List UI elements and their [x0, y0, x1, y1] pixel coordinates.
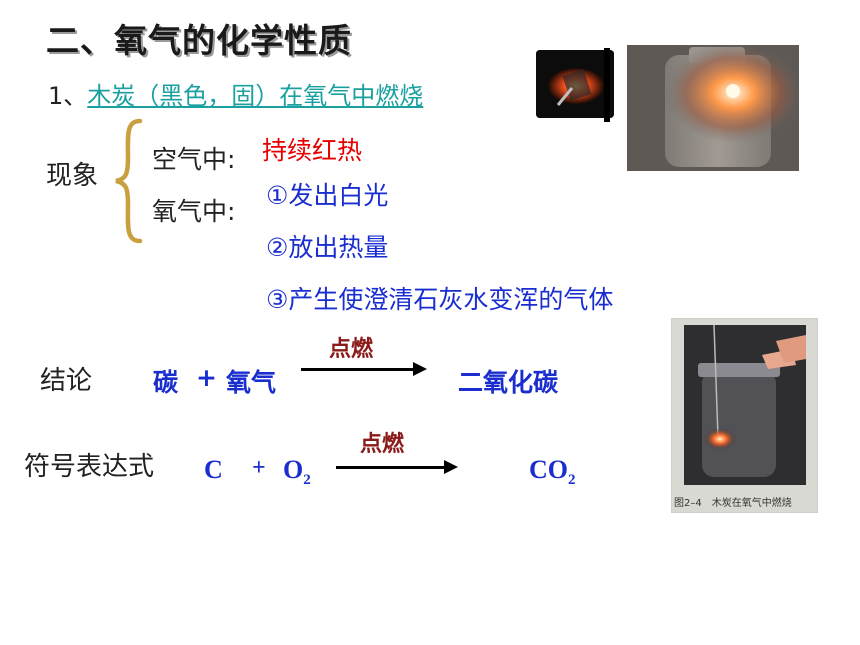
symbol-arrow-head: [444, 460, 458, 474]
burning-jar-photo: [627, 45, 799, 171]
oxygen-result-1: ①发出白光: [266, 181, 389, 210]
in-air-result: 持续红热: [262, 136, 363, 165]
symbol-condition: 点燃: [360, 432, 405, 457]
page-title: 二、氧气的化学性质: [46, 21, 352, 60]
symbol-reactant-c: C: [204, 455, 223, 484]
oxygen-result-3: ③产生使澄清石灰水变浑的气体: [266, 285, 614, 314]
word-reactant-oxygen: 氧气: [226, 368, 277, 397]
word-plus: +: [196, 363, 217, 392]
section-link[interactable]: 木炭（黑色，固）在氧气中燃烧: [87, 82, 424, 110]
word-product: 二氧化碳: [458, 368, 559, 397]
section-heading: 1、木炭（黑色，固）在氧气中燃烧: [48, 76, 423, 111]
oxygen-result-2: ②放出热量: [266, 233, 389, 262]
symbol-co: CO: [529, 455, 568, 484]
curly-brace: [115, 118, 143, 244]
symbol-plus: +: [252, 455, 266, 481]
word-condition: 点燃: [329, 337, 374, 362]
section-number: 1、: [48, 82, 88, 110]
phenomenon-label: 现象: [46, 161, 99, 191]
charcoal-glow-photo: [536, 50, 614, 118]
figure-caption: 图2–4 木炭在氧气中燃烧: [674, 498, 792, 509]
symbol-arrow-shaft: [336, 466, 446, 469]
photo-divider: [604, 48, 610, 122]
textbook-figure: 图2–4 木炭在氧气中燃烧: [671, 318, 818, 513]
word-arrow-head: [413, 362, 427, 376]
word-reactant-carbon: 碳: [153, 368, 179, 397]
in-oxygen-label: 氧气中:: [152, 197, 236, 226]
symbol-co-subscript: 2: [568, 472, 576, 489]
symbol-reactant-o2: O2: [283, 455, 311, 489]
in-air-label: 空气中:: [152, 145, 236, 174]
conclusion-label: 结论: [40, 366, 93, 396]
word-arrow-shaft: [301, 368, 415, 371]
symbol-o-subscript: 2: [303, 472, 311, 489]
symbol-o: O: [283, 455, 304, 484]
symbol-product: CO2: [529, 455, 576, 489]
symbol-expression-label: 符号表达式: [24, 452, 155, 482]
